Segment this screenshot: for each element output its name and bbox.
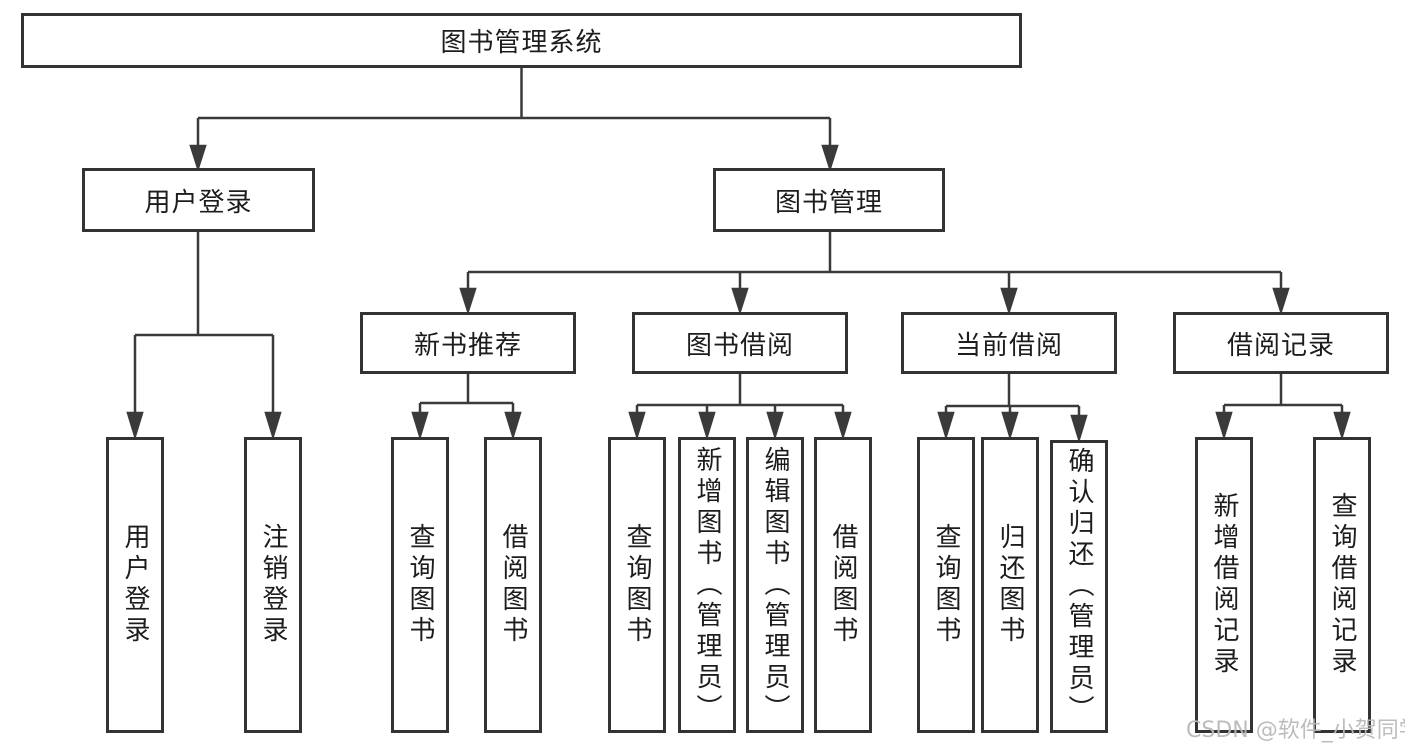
leaf-edit-books-admin: 编辑图书（管理员）	[746, 437, 804, 733]
node-library-system-root: 图书管理系统	[21, 13, 1022, 68]
leaf-query-books-current: 查询图书	[917, 437, 975, 733]
node-user-login: 用户登录	[82, 168, 315, 232]
leaf-borrow-books-recommend: 借阅图书	[484, 437, 542, 733]
connector-new-book-children	[411, 374, 522, 441]
connector-user-login-children	[126, 232, 282, 441]
leaf-query-borrow-record: 查询借阅记录	[1313, 437, 1371, 733]
connector-book-mgmt-children	[459, 232, 1290, 316]
node-borrow-records: 借阅记录	[1173, 312, 1389, 374]
leaf-logout: 注销登录	[244, 437, 302, 733]
node-new-book-recommend: 新书推荐	[360, 312, 576, 374]
leaf-confirm-return-admin: 确认归还（管理员）	[1050, 440, 1108, 733]
connector-borrow-record-children	[1215, 374, 1351, 441]
leaf-add-borrow-record: 新增借阅记录	[1195, 437, 1253, 733]
node-book-management: 图书管理	[713, 168, 945, 232]
leaf-add-books-admin: 新增图书（管理员）	[678, 437, 736, 733]
connector-root-to-level2	[189, 68, 839, 173]
connector-book-borrow-children	[628, 374, 852, 441]
leaf-return-books: 归还图书	[981, 437, 1039, 733]
connector-current-borrow-children	[937, 374, 1088, 444]
leaf-query-books-borrow: 查询图书	[608, 437, 666, 733]
leaf-user-login: 用户登录	[106, 437, 164, 733]
node-current-borrow: 当前借阅	[901, 312, 1117, 374]
leaf-query-books-recommend: 查询图书	[391, 437, 449, 733]
node-book-borrow: 图书借阅	[632, 312, 848, 374]
watermark: CSDN @软件_小贺同学	[1186, 718, 1405, 743]
leaf-borrow-books: 借阅图书	[814, 437, 872, 733]
